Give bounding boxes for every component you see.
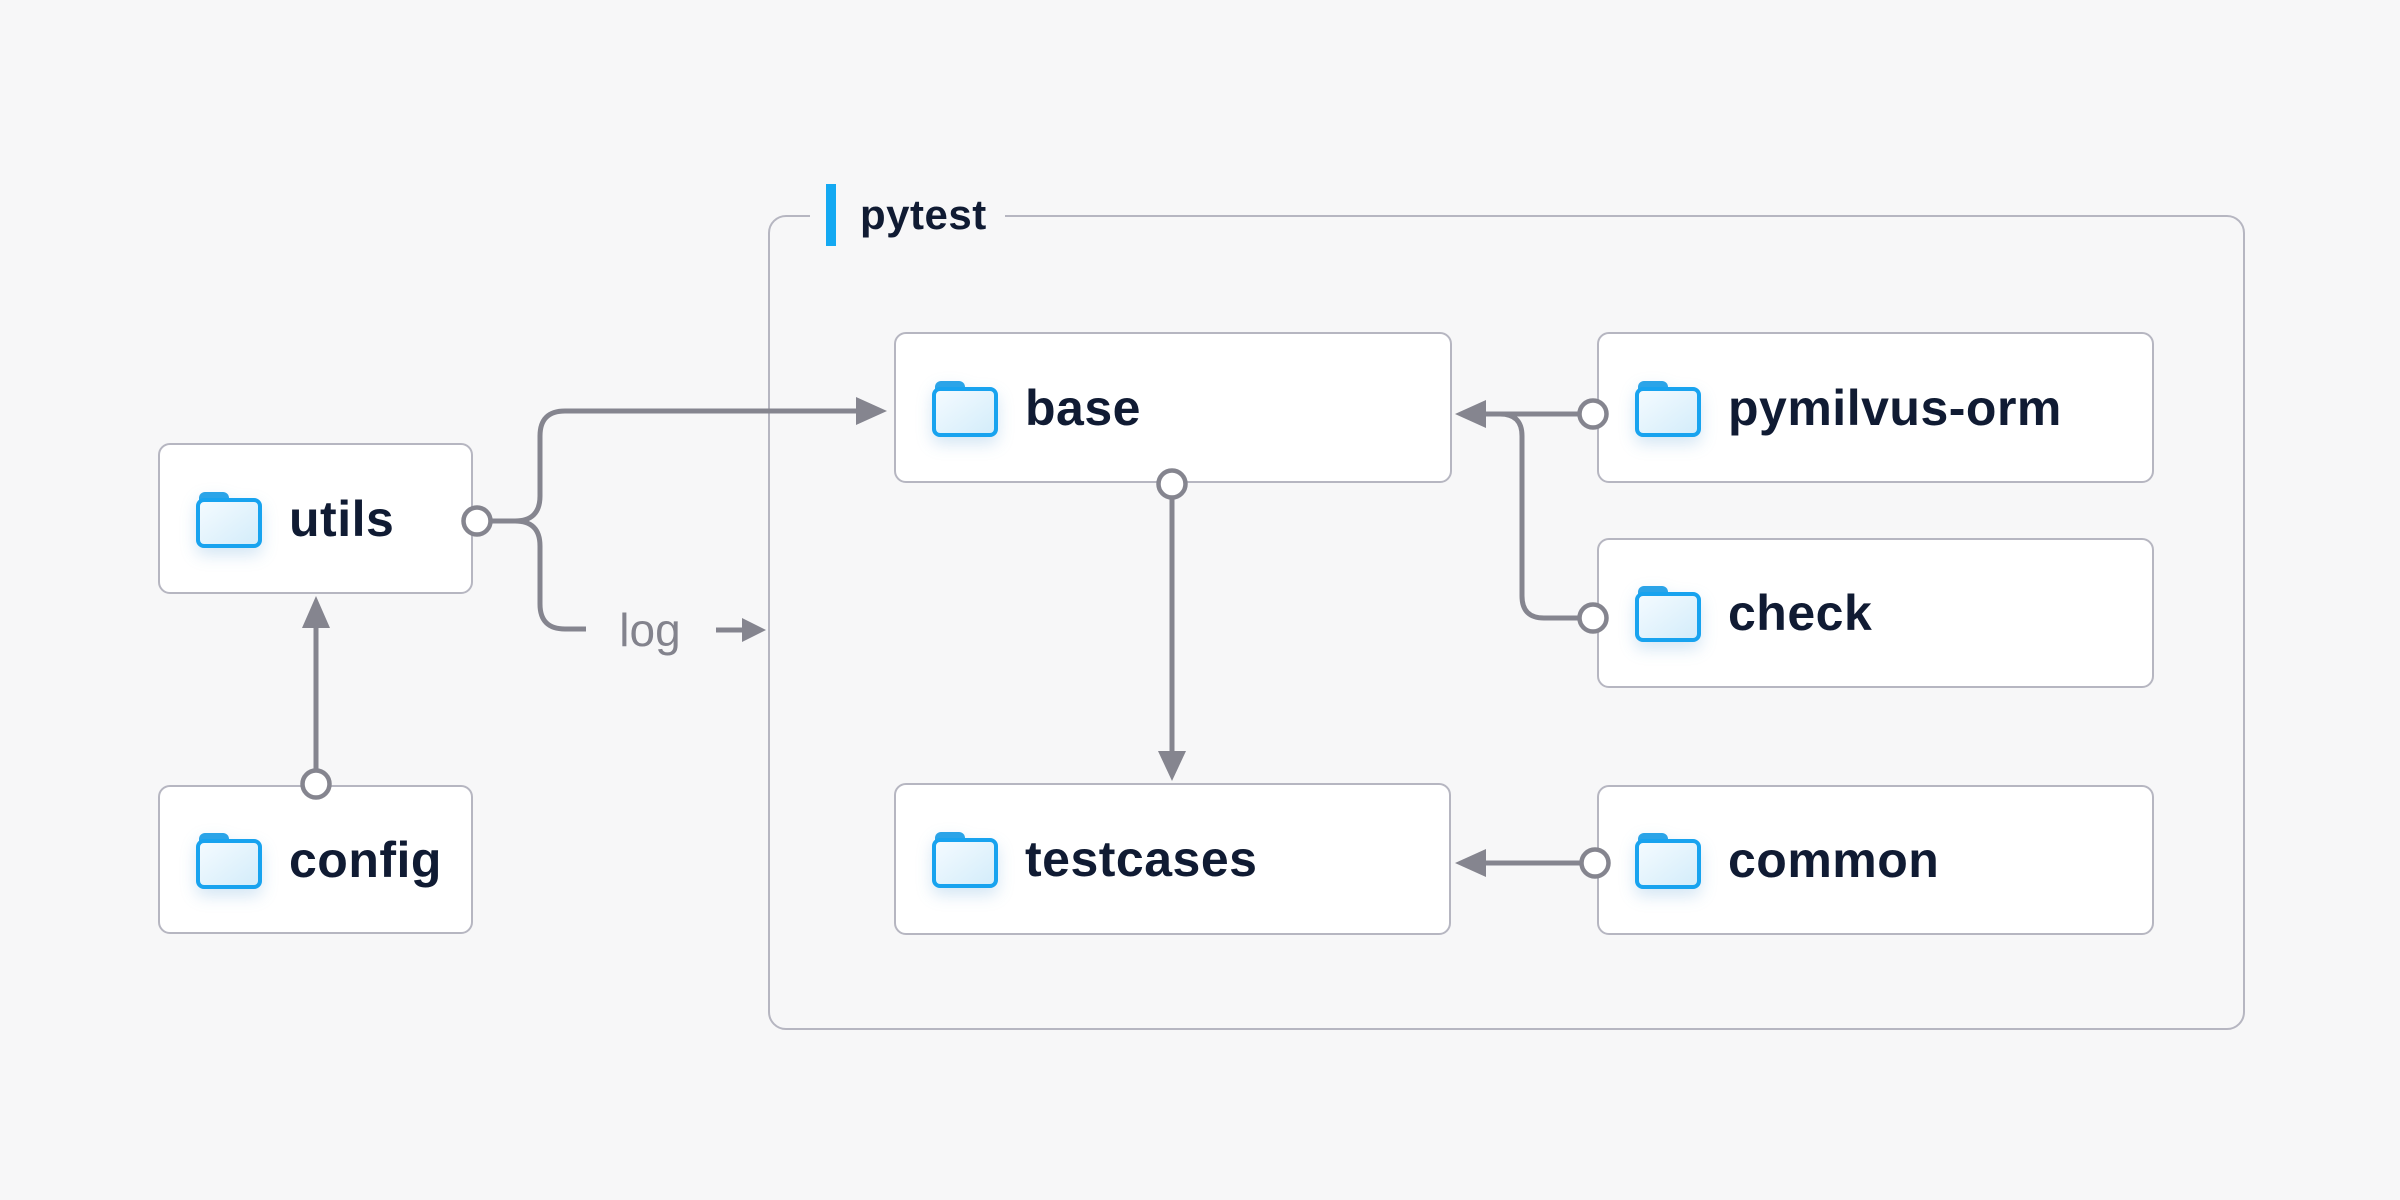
edge-label-log: log: [619, 604, 681, 656]
node-label: utils: [289, 490, 395, 547]
node-config: config: [158, 785, 473, 934]
folder-icon: [932, 832, 998, 888]
pytest-group-label: pytest: [810, 183, 1005, 247]
node-testcases: testcases: [894, 783, 1451, 935]
folder-icon: [932, 380, 998, 437]
edge-utils-log: [491, 518, 586, 632]
folder-icon: [196, 491, 262, 548]
node-label: pymilvus-orm: [1728, 379, 2062, 436]
folder-icon: [1635, 833, 1701, 889]
node-label: base: [1025, 379, 1141, 436]
folder-icon: [1635, 586, 1701, 642]
node-label: testcases: [1025, 831, 1258, 887]
group-label-text: pytest: [860, 191, 987, 238]
folder-icon: [196, 832, 262, 889]
node-common: common: [1597, 785, 2154, 935]
arrowhead-log-group: [742, 618, 766, 642]
accent-bar: [826, 184, 836, 246]
node-base: base: [894, 332, 1452, 483]
arrowhead-config-utils: [302, 596, 330, 628]
node-label: common: [1728, 832, 1940, 888]
node-label: config: [289, 831, 442, 888]
node-check: check: [1597, 538, 2154, 688]
node-utils: utils: [158, 443, 473, 594]
node-pymilvus-orm: pymilvus-orm: [1597, 332, 2154, 483]
node-label: check: [1728, 585, 1873, 641]
pytest-group-box: [768, 215, 2245, 1030]
folder-icon: [1635, 380, 1701, 437]
